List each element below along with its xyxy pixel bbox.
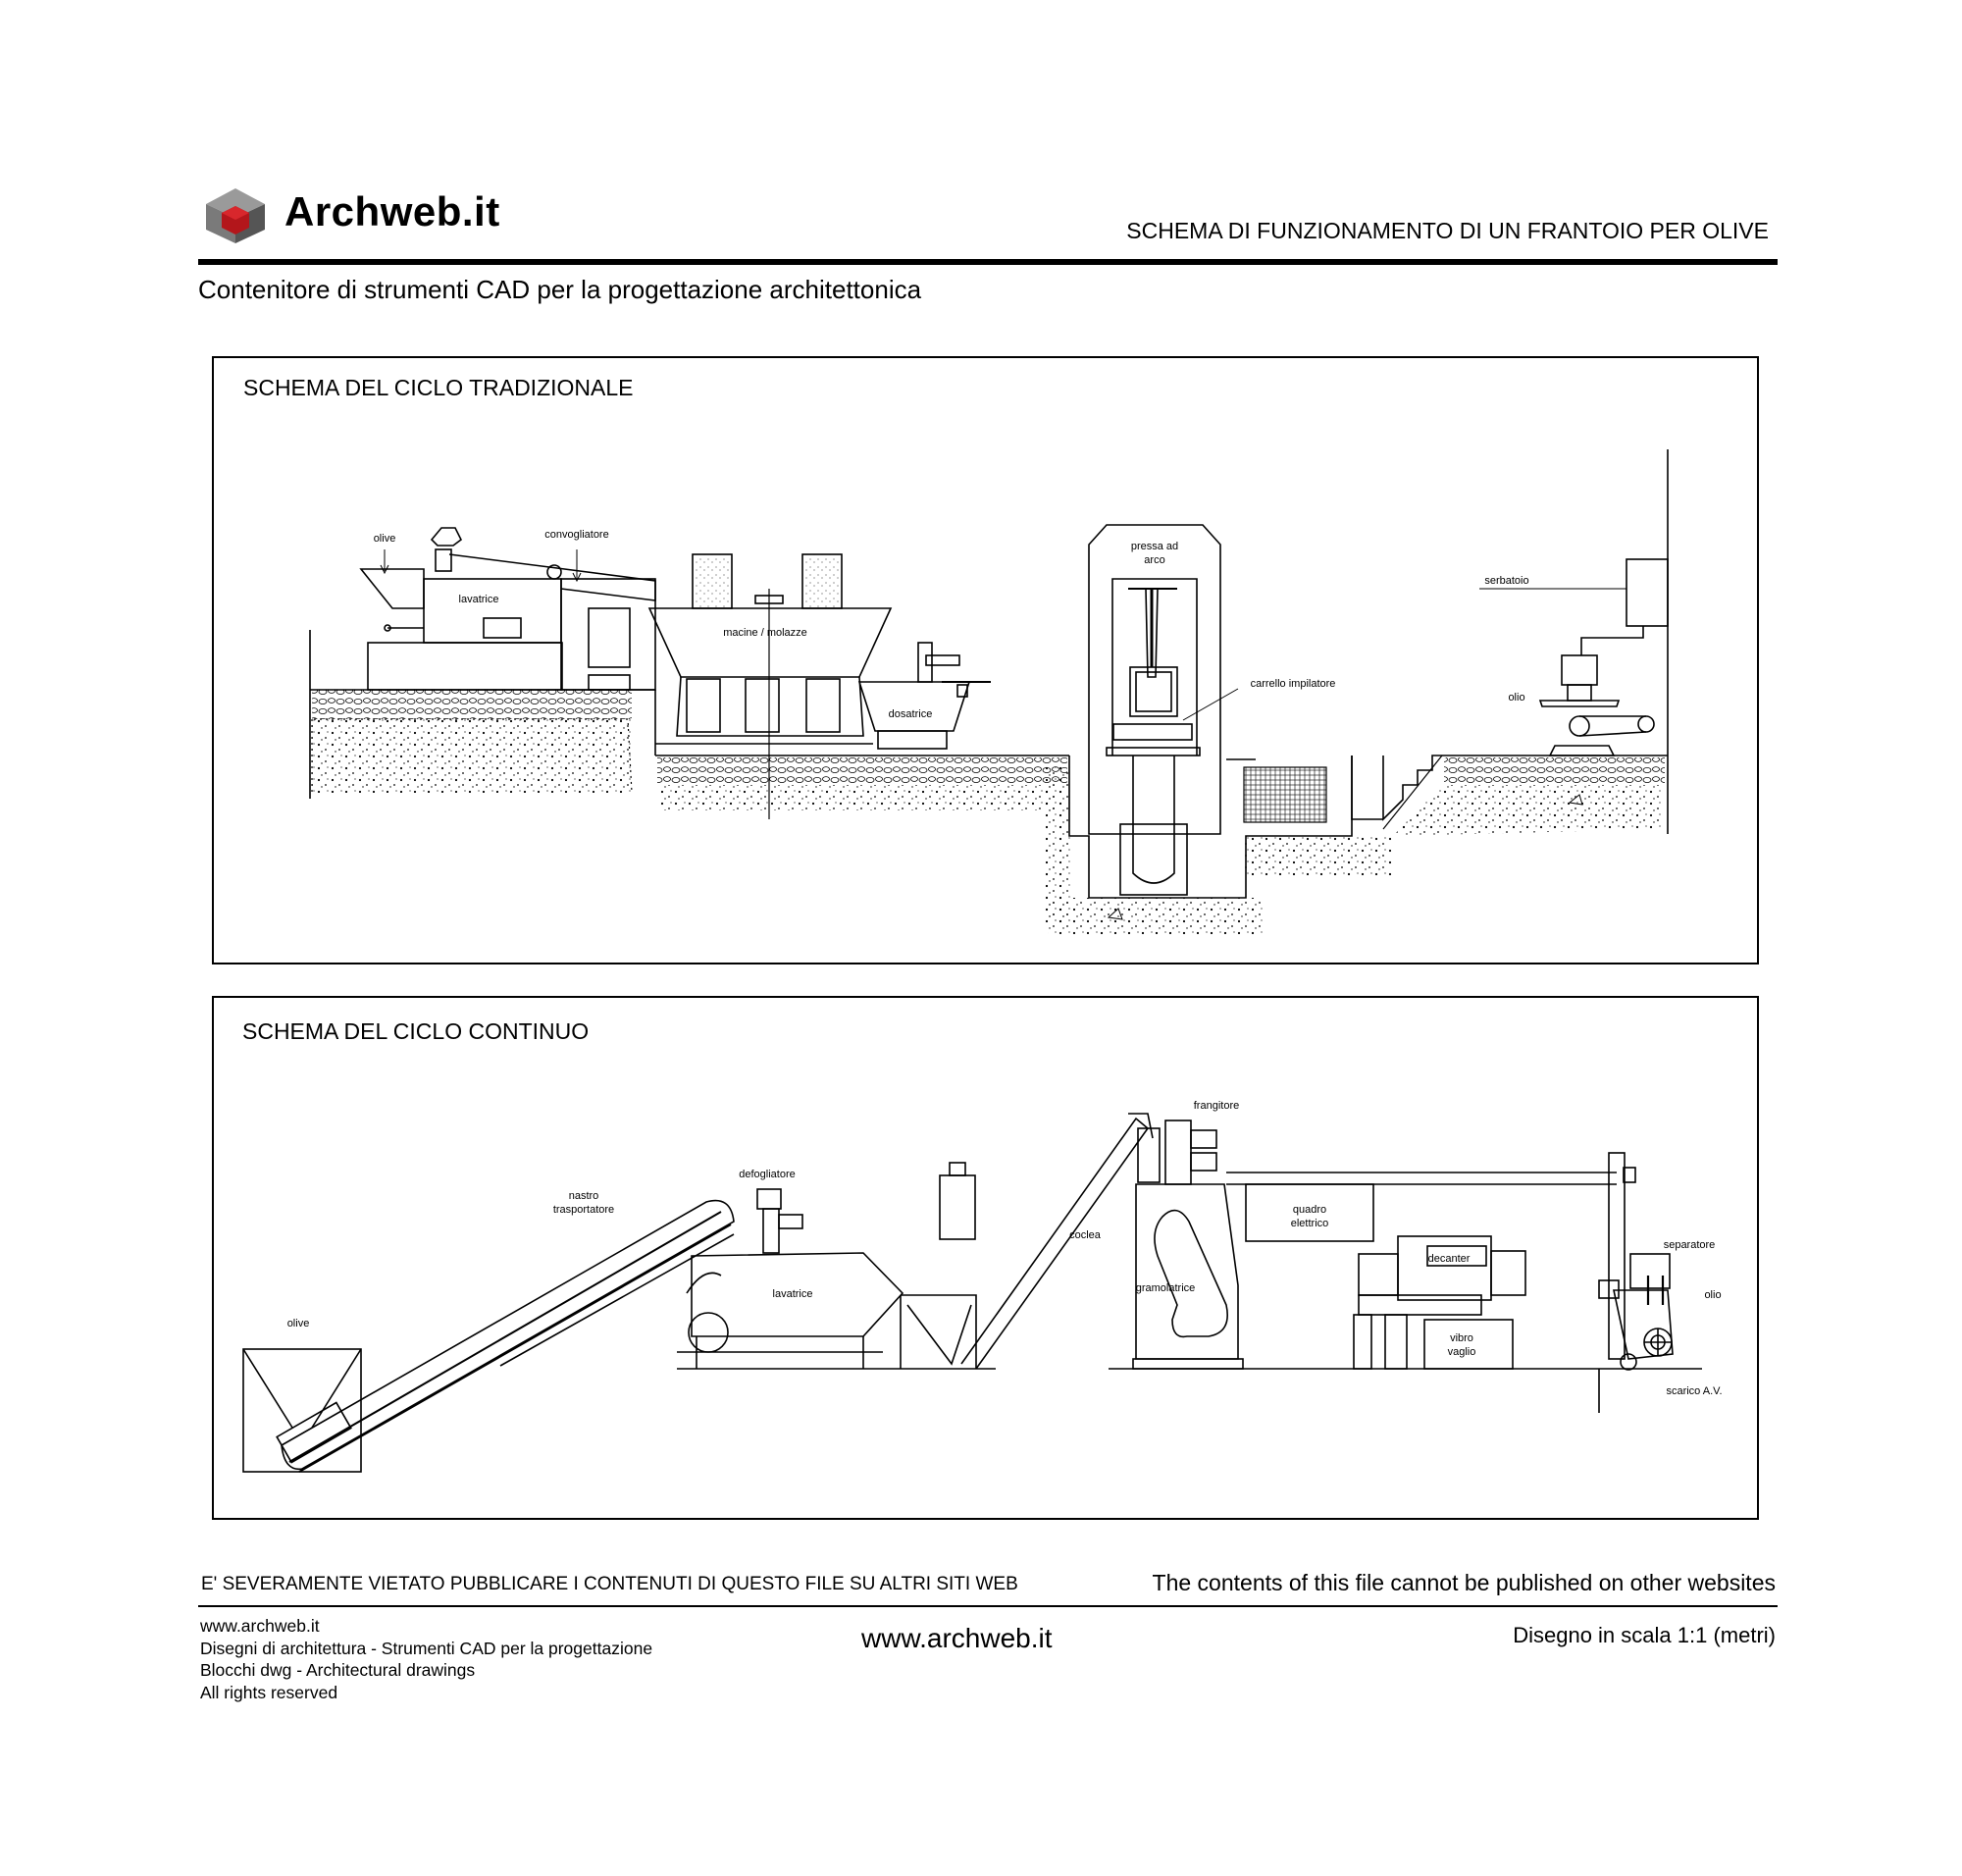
drawing-title: SCHEMA DI FUNZIONAMENTO DI UN FRANTOIO P… xyxy=(1126,218,1769,243)
label-lavatrice-cont: lavatrice xyxy=(773,1288,813,1300)
label-olio-cont: olio xyxy=(1704,1289,1721,1301)
panel-traditional-cycle xyxy=(212,356,1759,964)
label-lavatrice-trad: lavatrice xyxy=(459,594,499,605)
label-vibro-2: vaglio xyxy=(1448,1346,1476,1358)
dosing-machine xyxy=(857,642,991,750)
label-pressa-2: arco xyxy=(1144,554,1164,566)
logo-top-face xyxy=(206,188,265,218)
screw-conveyor xyxy=(900,1113,1154,1370)
panel-traditional-title: SCHEMA DEL CICLO TRADIZIONALE xyxy=(243,375,634,400)
footer-line: www.archweb.it xyxy=(200,1616,320,1636)
traditional-cycle-drawing xyxy=(309,449,1669,937)
label-dosatrice: dosatrice xyxy=(889,708,933,720)
panel-continuous-cycle xyxy=(212,996,1759,1520)
washer-defoliator xyxy=(677,1188,904,1369)
drawing-scale: Disegno in scala 1:1 (metri) xyxy=(1513,1623,1776,1647)
footer-rule xyxy=(198,1605,1778,1607)
label-separatore: separatore xyxy=(1664,1239,1716,1251)
label-pressa-1: pressa ad xyxy=(1131,541,1178,552)
traditional-labels: olive convogliatore lavatrice macine / m… xyxy=(374,529,1529,720)
label-quadro-2: elettrico xyxy=(1291,1218,1329,1229)
footer-line: All rights reserved xyxy=(200,1682,338,1702)
label-frangitore: frangitore xyxy=(1194,1100,1239,1112)
logo-right-face xyxy=(235,204,265,243)
millstones xyxy=(647,553,893,819)
label-serbatoio: serbatoio xyxy=(1484,575,1528,587)
logo-core-top xyxy=(222,206,249,220)
label-scarico: scarico A.V. xyxy=(1666,1385,1722,1397)
continuous-cycle-drawing xyxy=(242,1113,1702,1473)
label-nastro-2: trasportatore xyxy=(553,1204,614,1216)
label-olive-trad: olive xyxy=(374,533,396,545)
brand-name: Archweb.it xyxy=(284,188,500,234)
label-quadro-1: quadro xyxy=(1293,1204,1326,1216)
label-vibro-1: vibro xyxy=(1450,1332,1473,1344)
decanter-section xyxy=(1226,1172,1617,1370)
label-gramolatrice: gramolatrice xyxy=(1136,1282,1196,1294)
separator xyxy=(1598,1152,1674,1371)
label-macine: macine / molazze xyxy=(723,627,807,639)
warning-italian: E' SEVERAMENTE VIETATO PUBBLICARE I CONT… xyxy=(201,1574,1018,1594)
label-coclea: coclea xyxy=(1069,1229,1102,1241)
tank-and-pump xyxy=(1479,558,1669,756)
washer-machine xyxy=(359,527,656,691)
site-subtitle: Contenitore di strumenti CAD per la prog… xyxy=(198,275,922,304)
crusher-kneader xyxy=(1132,1120,1244,1370)
archweb-logo xyxy=(206,188,265,243)
label-olive-cont: olive xyxy=(287,1318,310,1329)
warning-english: The contents of this file cannot be publ… xyxy=(1152,1570,1776,1595)
header-rule xyxy=(198,259,1778,265)
footer-line: Disegni di architettura - Strumenti CAD … xyxy=(200,1638,653,1658)
belt-conveyor xyxy=(242,1199,735,1473)
label-olio-trad: olio xyxy=(1508,692,1524,704)
ground-section xyxy=(309,449,1669,937)
footer-url[interactable]: www.archweb.it xyxy=(861,1623,1053,1653)
label-nastro-1: nastro xyxy=(569,1190,599,1202)
label-decanter: decanter xyxy=(1428,1253,1471,1265)
label-defogliatore: defogliatore xyxy=(739,1169,796,1180)
arch-press xyxy=(1088,524,1239,896)
label-convogliatore: convogliatore xyxy=(544,529,608,541)
logo-left-face xyxy=(206,204,235,243)
footer-line: Blocchi dwg - Architectural drawings xyxy=(200,1660,476,1680)
continuous-labels: olive nastro trasportatore defogliatore … xyxy=(287,1100,1723,1397)
footer-info: www.archweb.it Disegni di architettura -… xyxy=(200,1615,652,1703)
panel-continuous-title: SCHEMA DEL CICLO CONTINUO xyxy=(242,1018,590,1044)
label-carrello: carrello impilatore xyxy=(1251,678,1336,690)
